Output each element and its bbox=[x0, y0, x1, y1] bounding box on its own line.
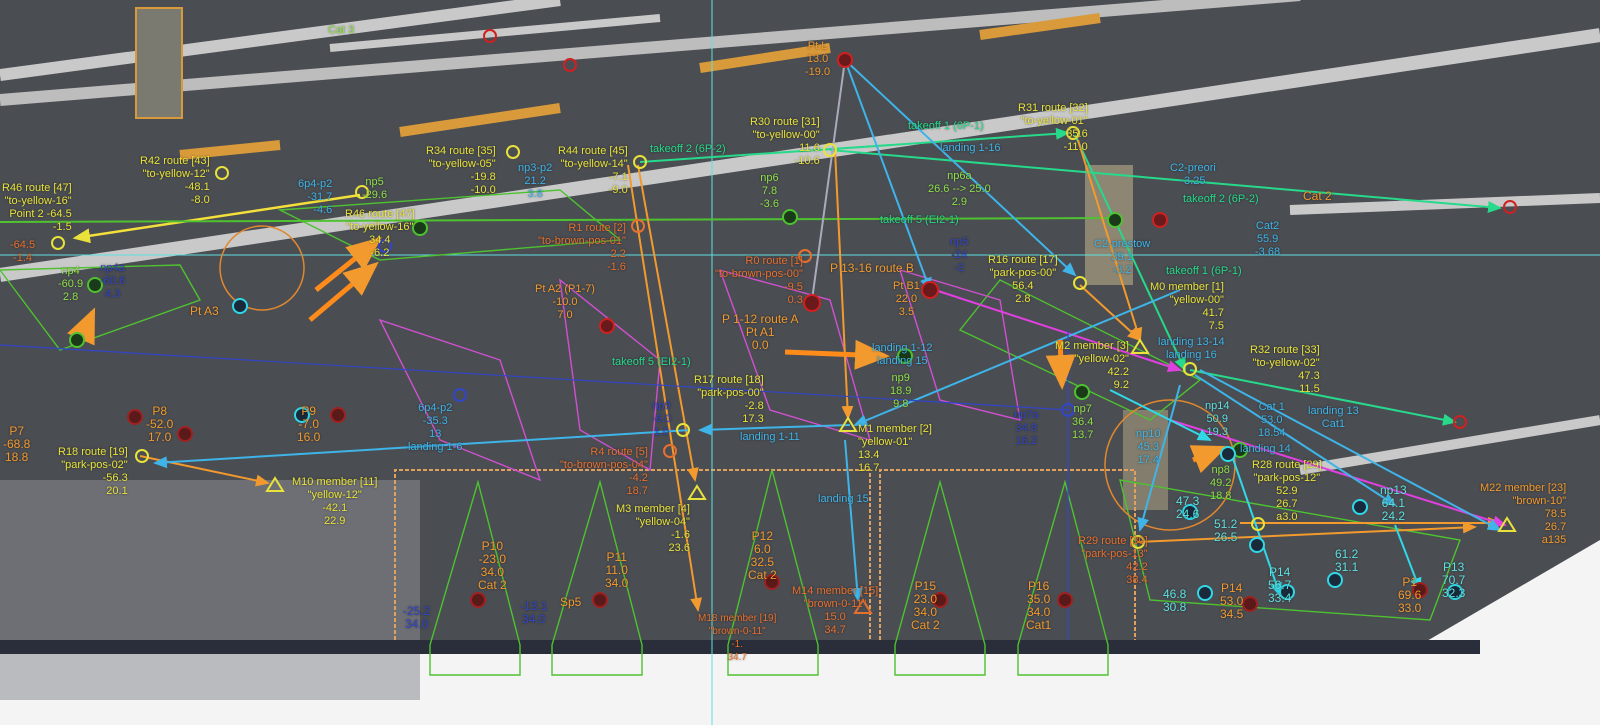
member-label: M1 member [2] "yellow-01" 13.4 16.7 bbox=[858, 423, 932, 474]
nav-point-label: -13.1 34.0 bbox=[520, 599, 548, 626]
route-label: R16 route [17] "park-pos-00" 56.4 2.8 bbox=[988, 254, 1058, 305]
point-label: -64.5 -1.4 bbox=[10, 239, 36, 264]
point-label: Pt L 13.0 -19.0 bbox=[805, 40, 831, 78]
deck-edge bbox=[0, 640, 1480, 654]
landing-label: landing 15 bbox=[818, 493, 869, 505]
nav-point-label: np9 18.9 9.8 bbox=[890, 372, 912, 410]
route-label: R28 route [29] "park-pos-12" 52.9 26.7 a… bbox=[1252, 459, 1322, 523]
parking-label: P1 69.6 33.0 bbox=[1398, 575, 1422, 615]
route-label: R32 route [33] "to-yellow-02" 47.3 11.5 bbox=[1250, 344, 1320, 395]
landing-label: landing 1-16 bbox=[940, 142, 1001, 154]
nav-point-label: np7 36.4 13.7 bbox=[1072, 403, 1094, 441]
parking-label: P8 -52.0 17.0 bbox=[146, 404, 174, 444]
parking-label: P9 -7.0 16.0 bbox=[297, 404, 321, 444]
elevator bbox=[135, 7, 183, 119]
thick-move-arrows bbox=[67, 236, 1228, 474]
member-label: M10 member [11] "yellow-12" -42.1 22.9 bbox=[292, 476, 378, 527]
landing-label: landing 1-12 landing 15 bbox=[872, 342, 933, 367]
prestow-label: C2-prestow 39.1 -3.2 bbox=[1094, 238, 1151, 276]
catapult-label: Cat 3 bbox=[328, 24, 355, 36]
parking-label: P7 -68.8 18.8 bbox=[3, 424, 31, 464]
route-label: R31 route [32] "to-yellow-01" 35.6 -11.0 bbox=[1018, 102, 1088, 153]
route-label: R30 route [31] "to-yellow-00" 11.6 -10.6 bbox=[750, 116, 820, 167]
member-label: M14 member [15] "brown-0-11" 15.0 34.7 bbox=[792, 585, 879, 636]
takeoff-label: takeoff 1 (6P-1) bbox=[1166, 265, 1242, 277]
parking-label: P14 53.0 34.5 bbox=[1220, 581, 1244, 621]
member-label: M22 member [23] "brown-10" 78.5 26.7 a13… bbox=[1480, 482, 1567, 546]
parking-label: P16 35.0 34.0 Cat1 bbox=[1026, 579, 1052, 632]
takeoff-label: takeoff 2 (6P-2) bbox=[1183, 193, 1259, 205]
runway-stripe bbox=[0, 0, 561, 81]
nav-point-label: 6p4-p2 -35.3 13 landing 1-6 bbox=[408, 402, 463, 453]
nav-point-label: np3-p2 21.2 3.8 bbox=[518, 162, 553, 200]
route-label: R1 route [2] "to-brown-pos-01" 2.2 -1.6 bbox=[538, 222, 626, 273]
landing-label: landing 14 bbox=[1240, 443, 1291, 455]
member-label: M2 member [3] "yellow-02" 42.2 9.2 bbox=[1055, 340, 1129, 391]
takeoff-label: takeoff 2 (6P-2) bbox=[650, 143, 726, 155]
route-label: R46 route [47] "to-yellow-16" 34.4 -6.2 bbox=[345, 208, 415, 259]
parking-label: P13 70.7 32.3 bbox=[1442, 560, 1466, 600]
parking-label: P11 11.0 34.0 bbox=[605, 550, 629, 590]
route-label: R0 route [1] "to-brown-pos-00" -9.5 0.3 bbox=[715, 255, 803, 306]
point-label: Pt A3 bbox=[190, 304, 219, 318]
catapult-label: Cat2 55.9 -3.68 bbox=[1255, 220, 1281, 258]
member-label: M18 member [19] "brown-0-11" -1. 34.7 bbox=[698, 613, 777, 663]
catapult-1 bbox=[1299, 415, 1600, 475]
route-label: R4 route [5] "to-brown-pos-04" -4.2 18.7 bbox=[560, 446, 648, 497]
parking-label: P14 56.7 33.4 bbox=[1268, 565, 1292, 605]
route-label: R46 route [47] "to-yellow-16" Point 2 -6… bbox=[2, 182, 72, 233]
route-label: R42 route [43] "to-yellow-12" -48.1 -8.0 bbox=[140, 155, 210, 206]
nav-point-label: 47.3 24.6 bbox=[1176, 494, 1200, 521]
nav-point-label: -25.2 34.0 bbox=[403, 604, 431, 631]
nav-point-label: np13 64.1 24.2 bbox=[1380, 483, 1407, 523]
route-label: R17 route [18] "park-pos-00" -2.8 17.3 bbox=[694, 374, 764, 425]
landing-label: landing 13 Cat1 bbox=[1308, 405, 1359, 430]
aircraft-footprints bbox=[0, 189, 1461, 676]
nav-point-label: 61.2 31.1 bbox=[1335, 547, 1359, 574]
nav-point-label: np4a -60.6 4.3 bbox=[100, 262, 126, 300]
parking-label: P12 6.0 32.5 Cat 2 bbox=[748, 529, 777, 582]
parking-label: P10 -23.0 34.0 Cat 2 bbox=[478, 539, 507, 592]
route-label: P 13-16 route B bbox=[830, 261, 914, 275]
route-label: R44 route [45] "to-yellow-14" -7.1 -9.0 bbox=[558, 145, 628, 196]
parking-label: P15 23.0 34.0 Cat 2 bbox=[911, 579, 940, 632]
nav-point-label: np9 -6.0 1.0 bbox=[652, 400, 671, 438]
route-label: R29 route [30] "park-pos-13" 42.2 38.4 bbox=[1078, 535, 1148, 586]
nav-point-label: np14 50.9 19.3 bbox=[1205, 400, 1230, 438]
nav-point-label: np10 45.3 17.4 bbox=[1136, 428, 1161, 466]
point-label: Pt A2 (P1-7) -10.0 7.0 bbox=[535, 283, 595, 321]
takeoff-label: takeoff 5 (EI2-1) bbox=[880, 214, 959, 226]
member-label: M3 member [4] "yellow-04" -1.6 23.6 bbox=[616, 503, 690, 554]
nav-point-label: 51.2 26.5 bbox=[1214, 517, 1238, 544]
nav-point-label: np7a 34.8 16.2 bbox=[1014, 409, 1039, 447]
takeoff-label: takeoff 5 (EI2-1) bbox=[612, 356, 691, 368]
aircraft-moves bbox=[378, 268, 1021, 482]
catapult-label: Cat 2 bbox=[1303, 189, 1332, 203]
route-label: R18 route [19] "park-pos-02" -56.3 20.1 bbox=[58, 446, 128, 497]
nav-point-label: np8 49.2 18.8 bbox=[1210, 464, 1232, 502]
route-label: P 1-12 route A Pt A1 0.0 bbox=[722, 312, 799, 352]
nav-point-label: np6 7.8 -3.6 bbox=[760, 172, 779, 210]
nav-point-label: np6a 26.6 --> 25.0 2.9 bbox=[928, 170, 991, 208]
nav-point-label: np5 -29.6 bbox=[362, 176, 388, 201]
spot-label: Sp5 bbox=[560, 595, 582, 609]
nav-point-label: np5 -24 -2 bbox=[950, 236, 969, 274]
landing-label: landing 13-14 landing 16 bbox=[1158, 336, 1225, 361]
takeoff-label: takeoff 1 (6P-1) bbox=[908, 120, 984, 132]
nav-point-label: np4 -60.9 2.8 bbox=[58, 265, 84, 303]
catapult-label: Cat 1 53.0 18.54 bbox=[1258, 401, 1286, 439]
member-label: M0 member [1] "yellow-00" 41.7 7.5 bbox=[1150, 281, 1224, 332]
nav-point-label: 46.8 30.8 bbox=[1163, 587, 1187, 614]
landing-label: landing 1-11 bbox=[740, 431, 800, 443]
preposition-label: C2-preori -3.25 bbox=[1170, 162, 1216, 187]
nav-point-label: 6p4-p2 -31.7 -4.6 bbox=[298, 178, 333, 216]
point-label: Pt B1 22.0 3.5 bbox=[893, 280, 920, 318]
route-label: R34 route [35] "to-yellow-05" -19.8 -10.… bbox=[426, 145, 496, 196]
waypoint-markers bbox=[51, 29, 1517, 614]
